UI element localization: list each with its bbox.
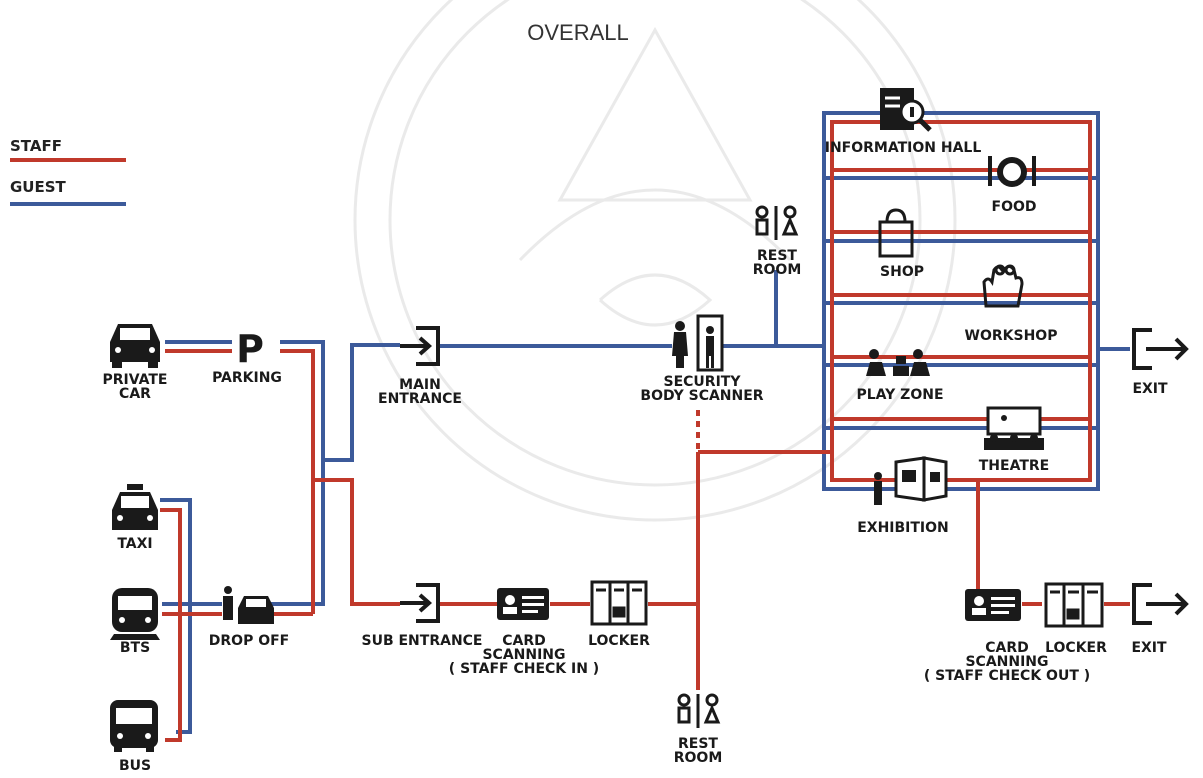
label-food: FOOD bbox=[992, 199, 1037, 215]
label-exhibition: EXHIBITION bbox=[857, 520, 949, 536]
label-bts: BTS bbox=[120, 640, 150, 656]
label-bus: BUS bbox=[119, 758, 151, 774]
label-info-hall: INFORMATION HALL bbox=[825, 140, 982, 156]
label-locker-1: LOCKER bbox=[588, 633, 650, 649]
train-icon bbox=[110, 588, 160, 640]
locker-icon bbox=[1046, 584, 1102, 626]
id-card-icon bbox=[497, 588, 549, 620]
hands-icon bbox=[984, 266, 1022, 306]
enter-icon bbox=[400, 585, 438, 621]
locker-icon bbox=[592, 582, 646, 624]
play-icon bbox=[866, 349, 930, 376]
theatre-icon bbox=[984, 408, 1044, 450]
taxi-icon bbox=[112, 484, 158, 530]
label-sub-entrance: SUB ENTRANCE bbox=[362, 633, 483, 649]
enter-icon bbox=[400, 328, 438, 364]
page-title: OVERALL bbox=[527, 20, 629, 45]
bus-icon bbox=[110, 700, 158, 752]
parking-icon: P bbox=[236, 327, 264, 371]
label-exit-2: EXIT bbox=[1131, 640, 1167, 656]
watermark-emblem bbox=[355, 0, 955, 520]
exit-icon bbox=[1134, 585, 1186, 623]
label-taxi: TAXI bbox=[117, 536, 152, 552]
restroom-icon bbox=[679, 694, 718, 728]
drop-off-icon bbox=[223, 586, 274, 624]
body-scanner-icon bbox=[672, 316, 722, 370]
label-drop-off: DROP OFF bbox=[209, 633, 289, 649]
label-theatre: THEATRE bbox=[979, 458, 1049, 474]
label-shop: SHOP bbox=[880, 264, 924, 280]
label-locker-2: LOCKER bbox=[1045, 640, 1107, 656]
label-exit-1: EXIT bbox=[1132, 381, 1168, 397]
legend-label-staff: STAFF bbox=[10, 137, 62, 155]
exit-icon bbox=[1134, 330, 1186, 368]
legend: STAFF GUEST bbox=[10, 137, 126, 204]
label-play-zone: PLAY ZONE bbox=[856, 387, 943, 403]
id-card-icon bbox=[965, 589, 1021, 621]
information-icon bbox=[880, 88, 930, 130]
label-workshop: WORKSHOP bbox=[965, 328, 1058, 344]
legend-label-guest: GUEST bbox=[10, 178, 67, 196]
label-parking: PARKING bbox=[212, 370, 282, 386]
car-icon bbox=[110, 324, 160, 368]
restroom-icon bbox=[757, 206, 796, 240]
